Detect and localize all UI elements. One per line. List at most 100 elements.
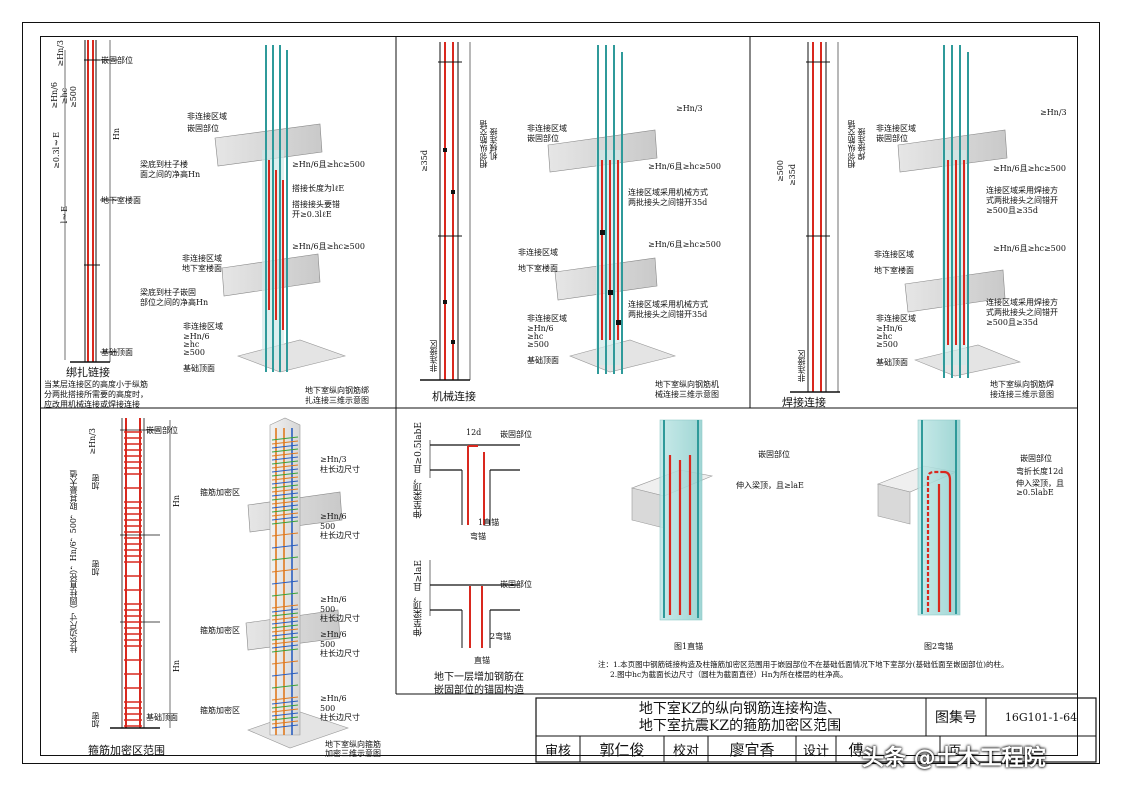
p4-rl-16: 柱长边尺寸	[320, 713, 360, 722]
p2-rl-4: 连接区域采用机械方式	[628, 188, 708, 197]
p1-dim-hc: ≥hc	[60, 88, 69, 105]
page-label: 页	[948, 743, 962, 759]
stirrup-3d	[271, 480, 299, 485]
stirrup-3d	[271, 716, 299, 721]
p1-dim-hn3: ≥Hn/3	[56, 40, 65, 67]
p3-rl-13: 非连接区域	[876, 314, 916, 323]
p1-schematic	[64, 40, 118, 363]
p4-left-vertical: 柱长边尺寸（圆柱直径），Hn/6，500，取其最大值	[69, 470, 78, 654]
p5-bl-1: 2弯锚	[490, 632, 512, 641]
p5-tl-0: 12d	[466, 428, 482, 437]
p4-rl-1: 柱长边尺寸	[320, 465, 360, 474]
p1-dim-03le: ≥0.3lℓE	[52, 132, 61, 169]
p2-rl-15: 基础顶面	[527, 356, 559, 365]
p5-tl-2: 1直锚	[478, 518, 500, 527]
stirrup-3d	[271, 488, 299, 493]
p1-dim-hn6: ≥Hn/6	[50, 82, 59, 109]
p4-3d-stirrups	[271, 436, 299, 729]
p1-ll-netheight2-1: 梁底到柱子嵌固	[140, 288, 196, 297]
stirrup-3d	[271, 444, 299, 449]
stirrup-3d	[271, 704, 299, 709]
stirrup-3d	[271, 644, 299, 649]
p6-f2-label-0: 嵌固部位	[1020, 454, 1052, 463]
p3-lv-4: ≥500	[776, 160, 785, 182]
p4-rl-3: 500	[320, 522, 336, 531]
stirrup-3d	[271, 700, 299, 705]
stirrup-3d	[271, 620, 299, 625]
p1-rl-11: ≥hc	[183, 340, 200, 349]
p3-rl-2: 嵌固部位	[876, 134, 908, 143]
stirrup-3d	[271, 684, 299, 689]
p1-rl-0: 非连接区域	[187, 112, 227, 121]
stirrup-3d	[271, 504, 299, 509]
reviewer-signature: 郭仁俊	[599, 740, 645, 759]
p1-left-caption: 绑扎链接	[66, 366, 110, 379]
stirrup-3d	[271, 556, 299, 561]
p1-note-line-3: 应改用机械连接或焊接连接	[44, 400, 140, 409]
p1-rl-12: ≥500	[183, 348, 205, 357]
inner-frame	[40, 36, 1078, 756]
p2-rl-5: 两批接头之间错开35d	[628, 198, 708, 207]
p2-rl-14: ≥500	[527, 340, 549, 349]
p5-tl-1: 嵌固部位	[500, 430, 532, 439]
review-label: 审核	[544, 743, 571, 759]
p2-left-caption: 机械连接	[432, 390, 476, 403]
stirrup-3d	[271, 500, 299, 505]
p3-right-caption-1: 地下室纵向钢筋焊	[990, 380, 1054, 389]
p3-3d-model	[897, 45, 1022, 378]
stirrup-3d	[271, 484, 299, 489]
p6-note-1: 注：1.本页图中钢筋链接构造及柱箍筋加密区范围用于嵌固部位不在基础低面情况下地下…	[598, 660, 1009, 669]
p1-rl-2: ≥Hn/6且≥hc≥500	[292, 160, 365, 169]
stirrup-3d	[271, 492, 299, 497]
stirrup-3d	[271, 592, 299, 597]
p2-rl-3: ≥Hn/6且≥hc≥500	[648, 162, 721, 171]
stirrup-3d	[271, 532, 299, 537]
check-label: 校对	[672, 743, 699, 759]
p2-rl-2: 嵌固部位	[527, 134, 559, 143]
p1-rl-6: ≥Hn/6且≥hc≥500	[292, 242, 365, 251]
p1-rl-4: 搭接接头要错	[292, 200, 340, 209]
p2-3d-model	[547, 45, 677, 374]
p6-f2-label-3: ≥0.5labE	[1016, 488, 1054, 497]
p3-lv-3: ≥35d	[788, 164, 797, 187]
stirrup-3d	[271, 516, 299, 521]
p2-rl-9: 连接区域采用机械方式	[628, 300, 708, 309]
p3-rl-3: ≥Hn/6且≥hc≥500	[993, 164, 1066, 173]
p4-rl-8: 柱长边尺寸	[320, 614, 360, 623]
p4-rl-11: 柱长边尺寸	[320, 649, 360, 658]
p3-rl-14: ≥Hn/6	[876, 324, 903, 333]
p2-rl-7: 非连接区域	[518, 248, 558, 257]
p4-rl-6: ≥Hn/6	[320, 595, 347, 604]
p2-rl-8: 地下室楼面	[518, 264, 558, 273]
p1-ll-netheight-2: 面之间的净高Hn	[140, 170, 201, 179]
stirrup-3d	[271, 724, 299, 729]
stirrup-3d	[271, 648, 299, 653]
stirrup-3d	[271, 660, 299, 665]
p2-schematic	[420, 42, 471, 381]
p5-top-vertical: 伸至梁顶，且≥0.5labE	[414, 422, 424, 519]
p4-rl-10: 500	[320, 640, 336, 649]
stirrup-3d	[271, 672, 299, 677]
stirrup-3d	[271, 636, 299, 641]
stirrup-3d	[271, 508, 299, 513]
stirrup-3d	[271, 520, 299, 525]
p1-ll-floor: 地下室楼面	[101, 196, 141, 205]
stirrup-3d	[271, 616, 299, 621]
checker-signature: 廖宜香	[729, 740, 775, 759]
p1-right-caption-2: 扎连接三维示意图	[305, 396, 369, 405]
p6-f2-caption: 图2弯锚	[924, 642, 954, 651]
p1-ll-netheight2-2: 部位之间的净高Hn	[140, 298, 209, 307]
p4-rl-9: ≥Hn/6	[320, 630, 347, 639]
p1-rl-3: 搭接长度为lℓE	[292, 184, 345, 193]
p4-rl-14: ≥Hn/6	[320, 694, 347, 703]
p3-rl-0: ≥Hn/3	[1040, 108, 1067, 117]
p3-rl-4: 连接区域采用焊接方	[986, 186, 1058, 195]
p2-rl-10: 两批接头之间错开35d	[628, 310, 708, 319]
p3-rl-5: 式两批接头之间错开	[986, 196, 1058, 205]
stirrup-3d	[271, 568, 299, 573]
p1-dim-hn: Hn	[112, 128, 121, 141]
p2-rl-12: ≥Hn/6	[527, 324, 554, 333]
p3-left-caption: 焊接连接	[782, 396, 826, 409]
p4-ll-7: 基础顶面	[146, 713, 178, 722]
